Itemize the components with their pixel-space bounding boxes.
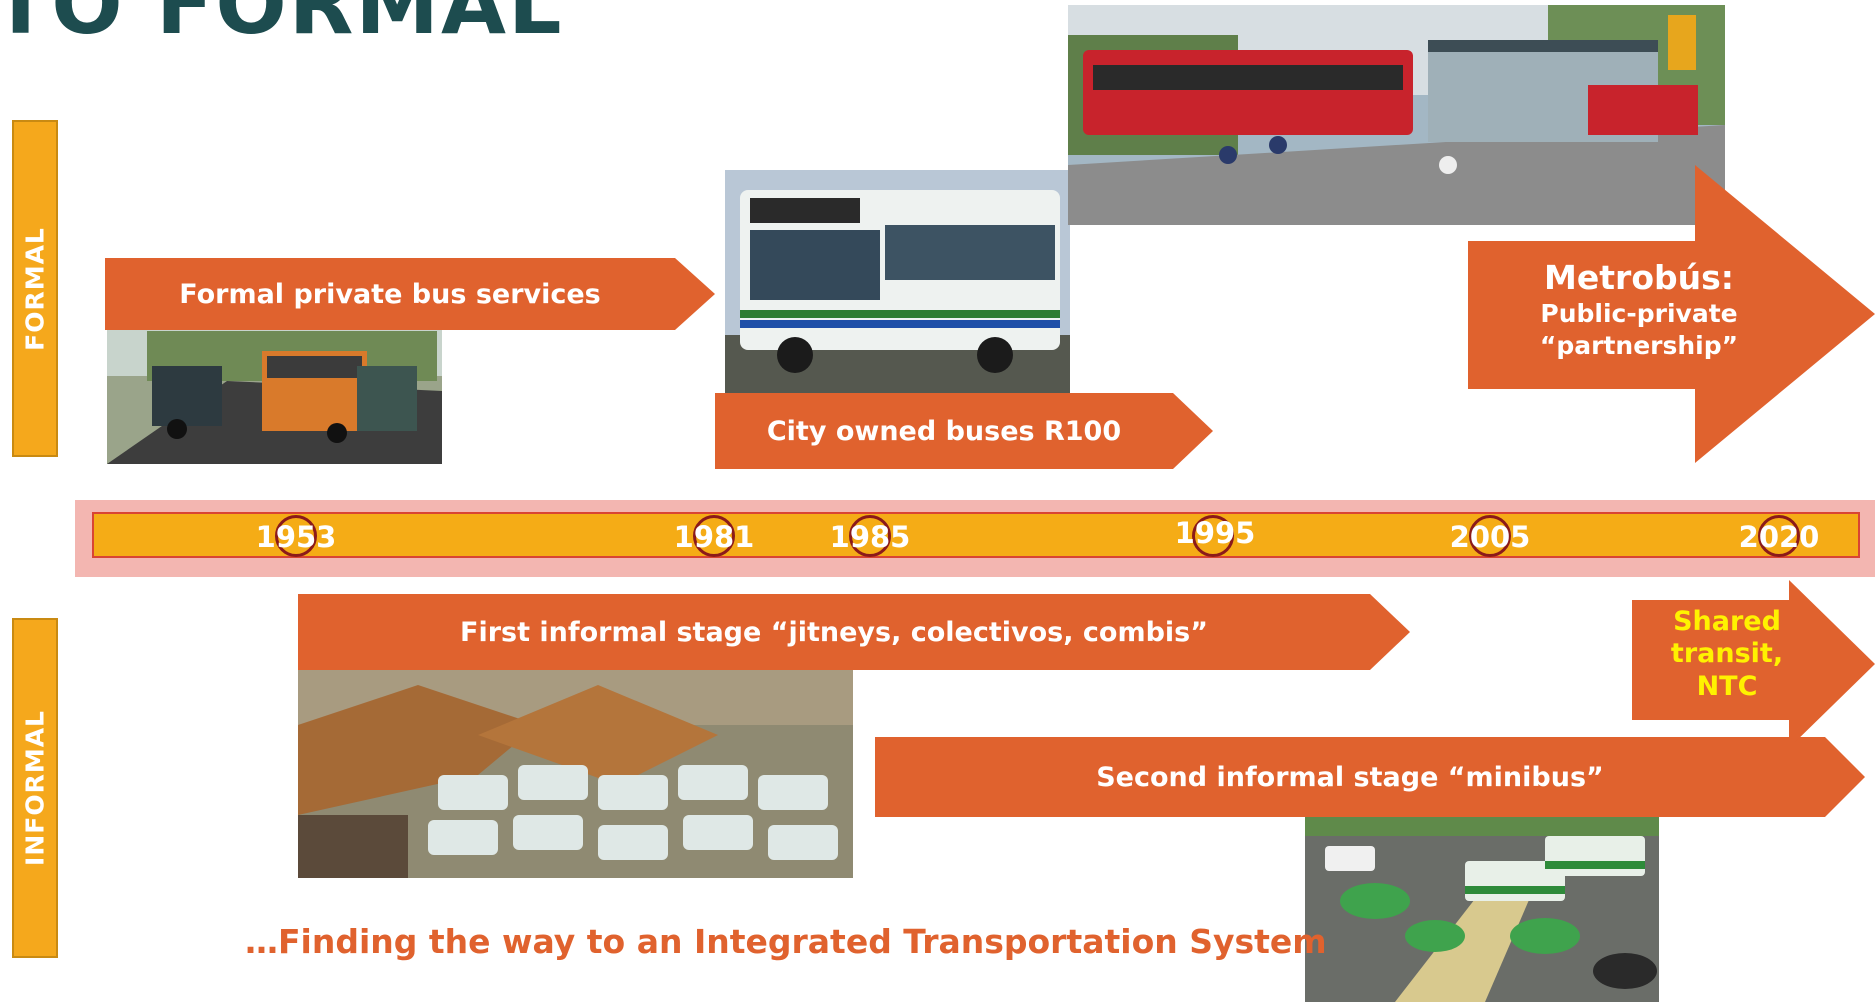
shared-transit-line-1: Shared [1673, 606, 1781, 637]
photo-combis [298, 665, 853, 878]
timeline-marker-1981 [693, 515, 735, 557]
informal-label-text: INFORMAL [20, 710, 50, 866]
timeline-marker-2005 [1469, 515, 1511, 557]
timeline-marker-2020 [1758, 515, 1800, 557]
shared-transit-line-2: transit, [1670, 638, 1784, 670]
year-label-2005: 2005 [1449, 520, 1531, 554]
year-label-1995: 1995 [1174, 516, 1256, 550]
arrow-formal-private-label: Formal private bus services [179, 278, 601, 310]
arrow-first-informal-stage: First informal stage “jitneys, colectivo… [298, 594, 1410, 670]
arrow-second-informal-stage: Second informal stage “minibus” [875, 737, 1865, 817]
arrow-city-owned-buses: City owned buses R100 [715, 393, 1213, 469]
timeline-marker-1995 [1192, 515, 1234, 557]
year-label-1981: 1981 [673, 520, 755, 554]
arrow-formal-private-bus: Formal private bus services [105, 258, 715, 330]
timeline-marker-1953 [275, 515, 317, 557]
year-label-1985: 1985 [829, 520, 911, 554]
photo-early-private-buses [107, 321, 442, 464]
timeline-bar [92, 512, 1860, 558]
metrobus-subtitle-1: Public-private [1540, 298, 1738, 328]
footer-tagline: …Finding the way to an Integrated Transp… [245, 922, 1327, 961]
metrobus-subtitle-2: “partnership” [1539, 331, 1739, 361]
photo-city-owned-bus [725, 170, 1070, 400]
photo-metrobus-station [1068, 5, 1725, 225]
arrow-city-owned-label: City owned buses R100 [766, 415, 1122, 447]
arrow-second-informal-label: Second informal stage “minibus” [1096, 761, 1604, 793]
year-label-1953: 1953 [255, 520, 337, 554]
informal-side-label: INFORMAL [12, 618, 58, 958]
timeline-marker-1985 [849, 515, 891, 557]
shared-transit-text-block: Shared transit, NTC [1632, 606, 1822, 703]
arrow-first-informal-label: First informal stage “jitneys, colectivo… [460, 616, 1208, 648]
formal-side-label: FORMAL [12, 120, 58, 457]
shared-transit-line-3: NTC [1696, 670, 1758, 702]
year-label-2020: 2020 [1738, 520, 1820, 554]
metrobus-text-block: Metrobús: Public-private “partnership” [1468, 258, 1810, 363]
page-title: TO FORMAL [0, 0, 564, 53]
formal-label-text: FORMAL [20, 226, 50, 351]
photo-minibus-intersection [1305, 806, 1659, 1002]
metrobus-title: Metrobús: [1544, 258, 1734, 297]
